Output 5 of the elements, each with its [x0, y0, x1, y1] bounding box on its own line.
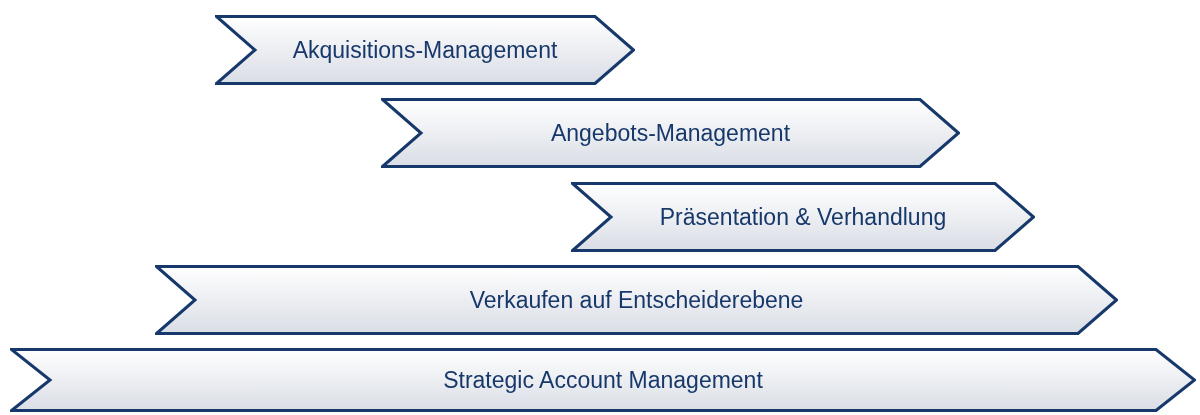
stage-label: Akquisitions-Management — [292, 35, 558, 65]
stage-label: Strategic Account Management — [443, 365, 763, 395]
stage-label: Angebots-Management — [550, 118, 791, 148]
stage-label: Präsentation & Verhandlung — [659, 202, 947, 232]
stage-label: Verkaufen auf Entscheiderebene — [469, 285, 804, 315]
